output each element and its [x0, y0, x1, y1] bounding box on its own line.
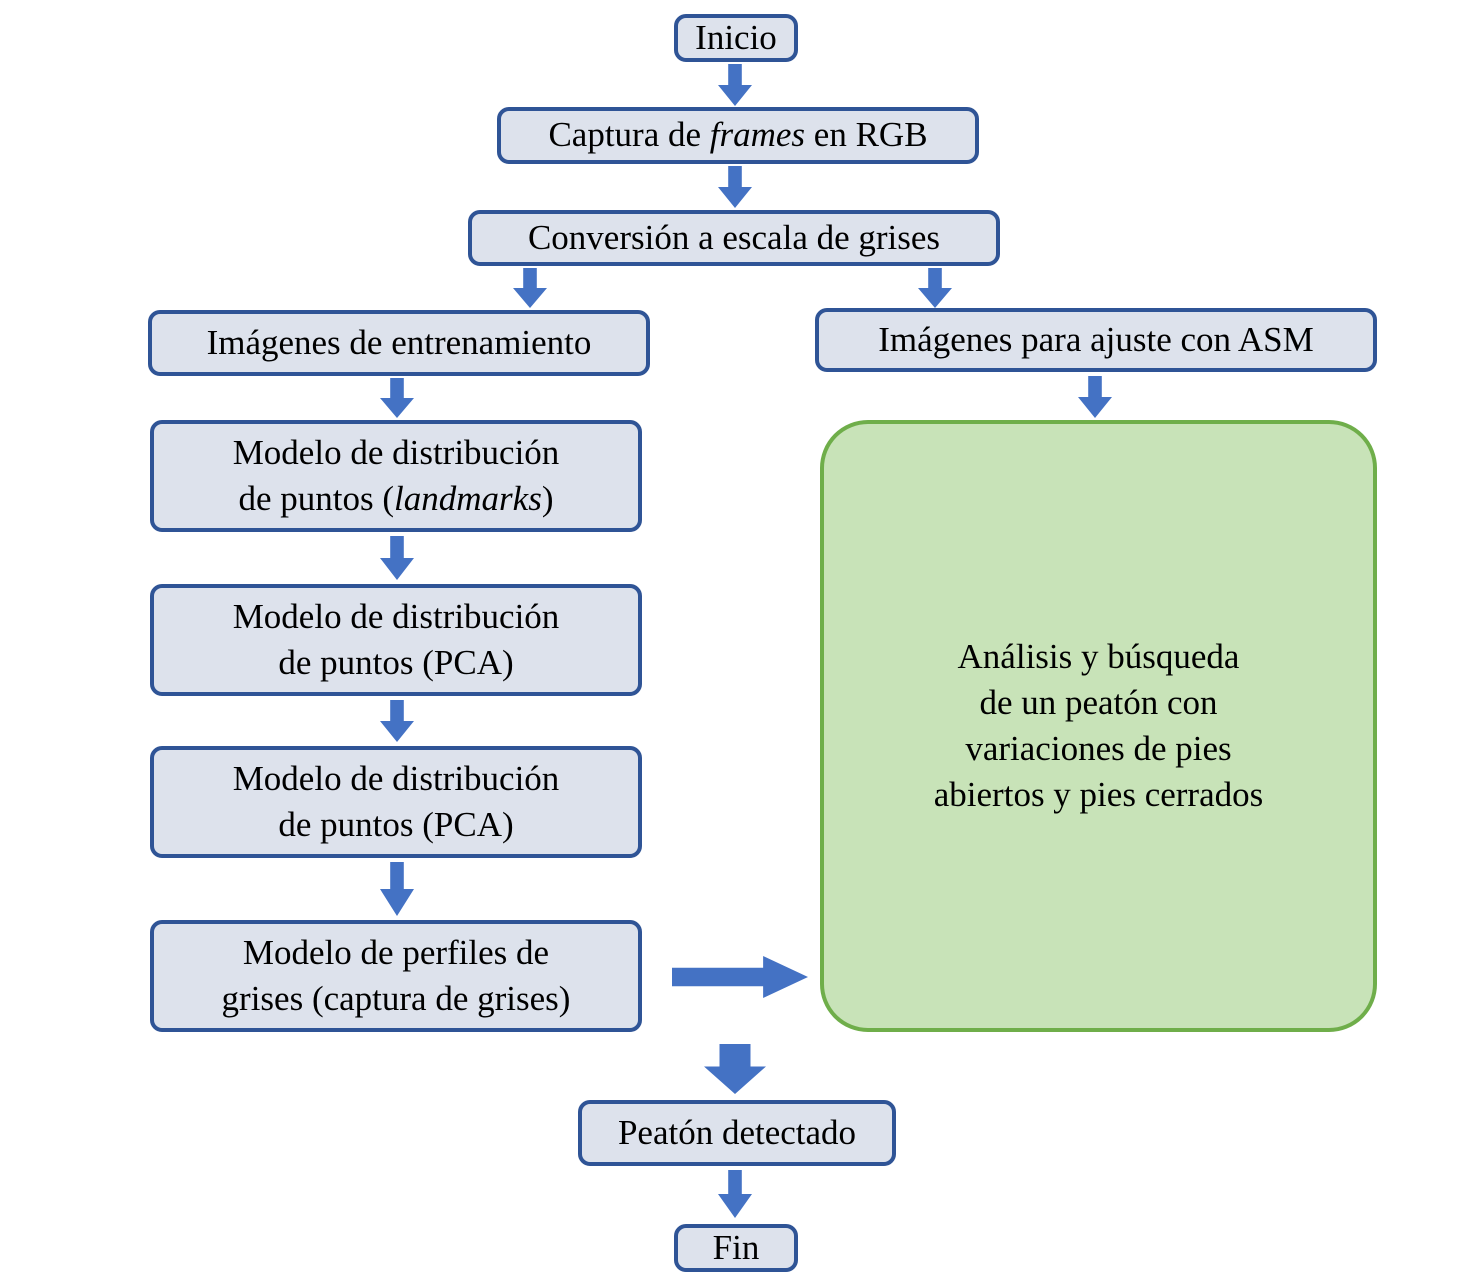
- connector-arrow-pca2-perfiles: [380, 862, 414, 916]
- connector-arrow-perfiles-analisis: [672, 956, 808, 998]
- node-fin: Fin: [674, 1224, 798, 1272]
- node-modelo-pca-1-line2: de puntos (PCA): [278, 643, 514, 682]
- node-captura-frames: Captura de frames en RGB: [497, 107, 979, 164]
- connector-arrow-captura-conversion: [718, 166, 752, 208]
- node-fin-label: Fin: [712, 1227, 760, 1267]
- node-modelo-pca-2-line2: de puntos (PCA): [278, 805, 514, 844]
- connector-arrow-conversion-ajuste: [918, 268, 952, 308]
- node-peaton-detectado: Peatón detectado: [578, 1100, 896, 1166]
- node-analisis-line2: de un peatón con: [979, 682, 1218, 722]
- node-inicio-label: Inicio: [695, 17, 777, 57]
- node-modelo-landmarks-line1: Modelo de distribución: [232, 432, 560, 472]
- connector-arrow-pca1-pca2: [380, 700, 414, 742]
- connector-arrow-entrenamiento-landmarks: [380, 378, 414, 418]
- node-inicio: Inicio: [674, 14, 798, 62]
- connector-arrow-landmarks-pca1: [380, 536, 414, 580]
- node-modelo-perfiles: Modelo de perfiles de grises (captura de…: [150, 920, 642, 1032]
- node-imagenes-entrenamiento: Imágenes de entrenamiento: [148, 310, 650, 376]
- connector-arrow-peaton-fin: [718, 1170, 752, 1218]
- node-imagenes-ajuste-asm-label: Imágenes para ajuste con ASM: [878, 319, 1314, 359]
- node-modelo-landmarks: Modelo de distribución de puntos (landma…: [150, 420, 642, 532]
- node-conversion-grises: Conversión a escala de grises: [468, 210, 1000, 266]
- connector-arrow-conversion-entrenamiento: [513, 268, 547, 308]
- node-imagenes-entrenamiento-label: Imágenes de entrenamiento: [206, 322, 592, 362]
- node-modelo-pca-2-line1: Modelo de distribución: [232, 758, 560, 798]
- node-modelo-pca-1-line1: Modelo de distribución: [232, 596, 560, 636]
- node-analisis-busqueda: Análisis y búsqueda de un peatón con var…: [820, 420, 1377, 1032]
- node-conversion-grises-label: Conversión a escala de grises: [527, 217, 941, 257]
- node-analisis-line3: variaciones de pies: [965, 729, 1232, 768]
- connector-arrow-inicio-captura: [718, 64, 752, 106]
- node-imagenes-ajuste-asm: Imágenes para ajuste con ASM: [815, 308, 1377, 372]
- node-captura-frames-label: Captura de frames en RGB: [548, 115, 928, 155]
- node-peaton-detectado-label: Peatón detectado: [617, 1112, 857, 1152]
- node-modelo-pca-2: Modelo de distribución de puntos (PCA): [150, 746, 642, 858]
- node-modelo-perfiles-line1: Modelo de perfiles de: [242, 932, 550, 972]
- node-analisis-line4: abiertos y pies cerrados: [933, 775, 1264, 815]
- node-modelo-perfiles-line2: grises (captura de grises): [221, 979, 571, 1018]
- node-modelo-landmarks-line2: de puntos (landmarks): [238, 479, 554, 518]
- connector-arrow-to-peaton: [704, 1044, 766, 1094]
- node-analisis-line1: Análisis y búsqueda: [957, 636, 1240, 676]
- connector-arrow-ajuste-analisis: [1078, 376, 1112, 418]
- node-modelo-pca-1: Modelo de distribución de puntos (PCA): [150, 584, 642, 696]
